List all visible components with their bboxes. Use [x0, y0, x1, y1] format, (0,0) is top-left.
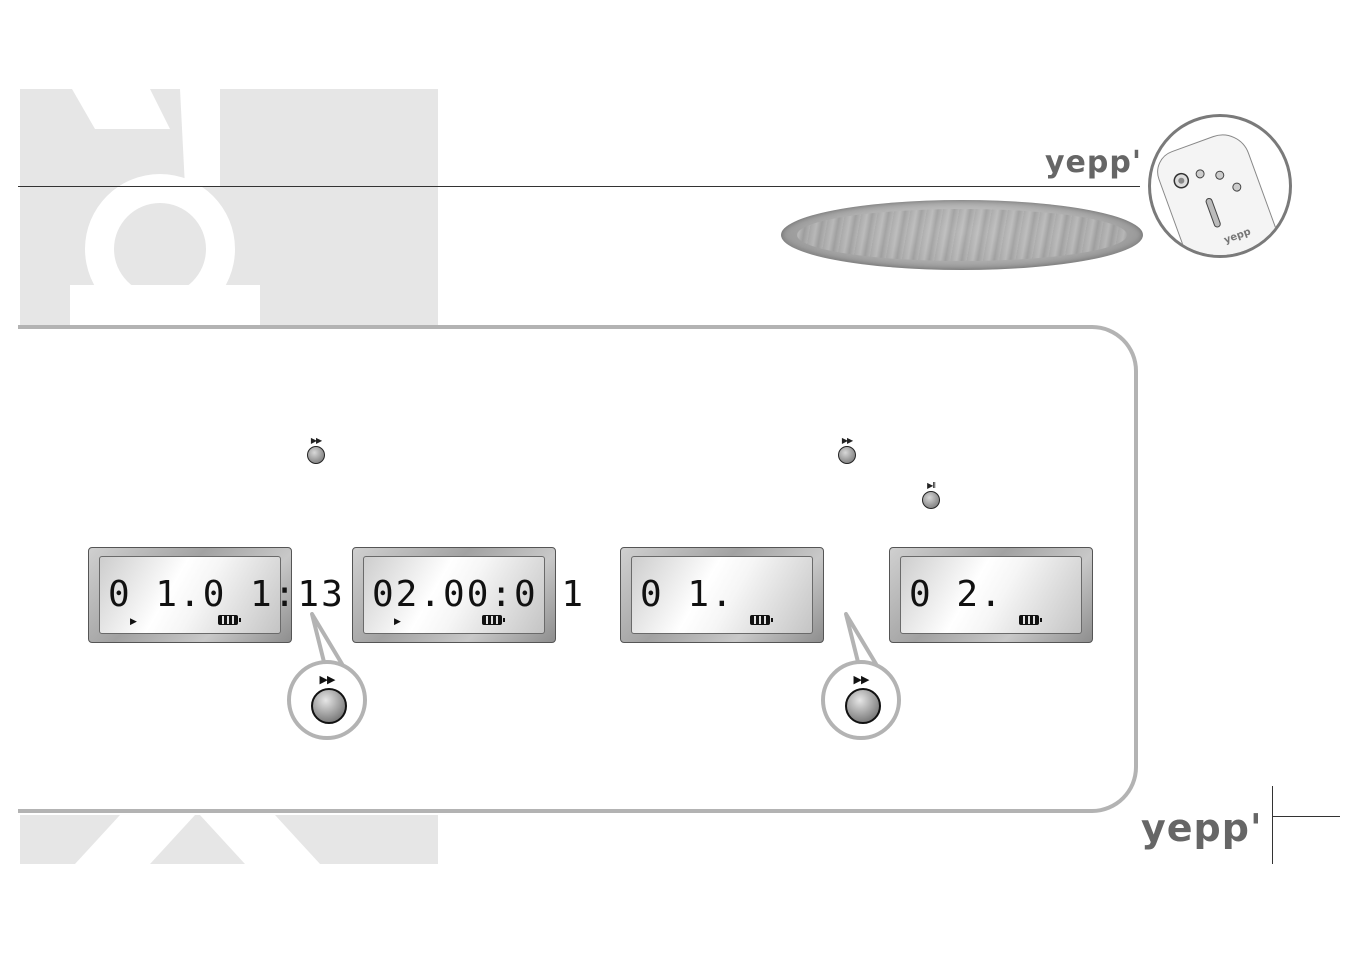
play-pause-button-small: ▶II [920, 481, 942, 513]
forward-button-small-2: ▶▶ [836, 436, 858, 468]
lcd-screen: 0 2. [900, 556, 1082, 634]
content-frame [18, 325, 1138, 813]
yepp-logo-bottom: yepp' [1141, 806, 1263, 850]
background-glyph-block-bottom [20, 815, 438, 864]
large-glyph-graphic-bottom [75, 815, 320, 864]
fast-forward-icon: ▶▶ [853, 673, 870, 686]
fast-forward-icon: ▶▶ [319, 673, 336, 686]
header-rule [18, 186, 1140, 187]
lcd-display-4: 0 2. [889, 547, 1093, 643]
lcd-digits: 02.00:0 1 [372, 574, 586, 615]
button-knob [922, 491, 940, 509]
large-glyph-graphic [70, 89, 260, 325]
play-indicator-icon: ▶ [394, 617, 401, 627]
lcd-display-2: 02.00:0 1 ▶ [352, 547, 583, 643]
play-indicator-icon: ▶ [130, 617, 137, 627]
crop-mark-vertical [1272, 786, 1273, 864]
forward-button-callout-2: ▶▶ [821, 660, 901, 740]
lcd-screen: 0 1. [631, 556, 813, 634]
player-controls-graphic [1173, 169, 1242, 228]
lcd-screen: 0 1.0 1:13 ▶ [99, 556, 343, 634]
lcd-display-1: 0 1.0 1:13 ▶ [88, 547, 343, 643]
lcd-screen: 02.00:0 1 ▶ [363, 556, 583, 634]
battery-icon [218, 615, 241, 625]
battery-icon [750, 615, 773, 625]
button-knob [311, 688, 347, 724]
header-oval-banner [781, 200, 1143, 270]
yepp-logo-top: yepp' [1045, 145, 1143, 180]
crop-mark-horizontal [1272, 816, 1340, 817]
player-body: yepp [1151, 126, 1282, 255]
lcd-digits: 0 2. [909, 574, 1004, 615]
forward-button-small-1: ▶▶ [305, 436, 327, 468]
fast-forward-icon: ▶▶ [310, 436, 322, 445]
battery-icon [1019, 615, 1042, 625]
lcd-digits: 0 1.0 1:13 [108, 574, 345, 615]
player-illustration: yepp [1148, 114, 1292, 258]
button-knob [838, 446, 856, 464]
lcd-digits: 0 1. [640, 574, 735, 615]
forward-button-callout-1: ▶▶ [287, 660, 367, 740]
battery-icon [482, 615, 505, 625]
oval-texture [797, 209, 1127, 261]
button-knob [307, 446, 325, 464]
play-pause-icon: ▶II [927, 481, 936, 490]
button-knob [845, 688, 881, 724]
lcd-display-3: 0 1. [620, 547, 824, 643]
fast-forward-icon: ▶▶ [841, 436, 853, 445]
background-glyph-block-top [20, 89, 438, 325]
